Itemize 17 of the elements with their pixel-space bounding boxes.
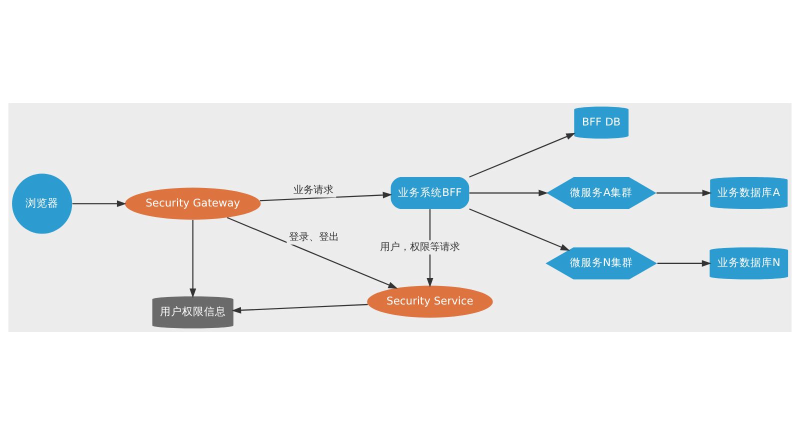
arrow (232, 303, 368, 314)
arrow (72, 200, 126, 206)
node-box: 业务系统BFF (390, 176, 470, 209)
arrow (469, 132, 576, 178)
edge-label: 用户，权限等请求 (380, 241, 460, 252)
arrow (226, 216, 398, 288)
node-ellipse: Security Service (367, 285, 493, 318)
arrow (260, 191, 392, 201)
arrow (469, 189, 548, 196)
arrow (657, 260, 712, 266)
edge-label: 登录、登出 (288, 232, 339, 243)
arrow (656, 189, 712, 196)
arrow (469, 208, 570, 250)
arrow (190, 219, 196, 298)
node-circle: 浏览器 (12, 173, 72, 234)
edge-label: 业务请求 (293, 184, 334, 196)
node-ellipse: Security Gateway (124, 187, 261, 220)
